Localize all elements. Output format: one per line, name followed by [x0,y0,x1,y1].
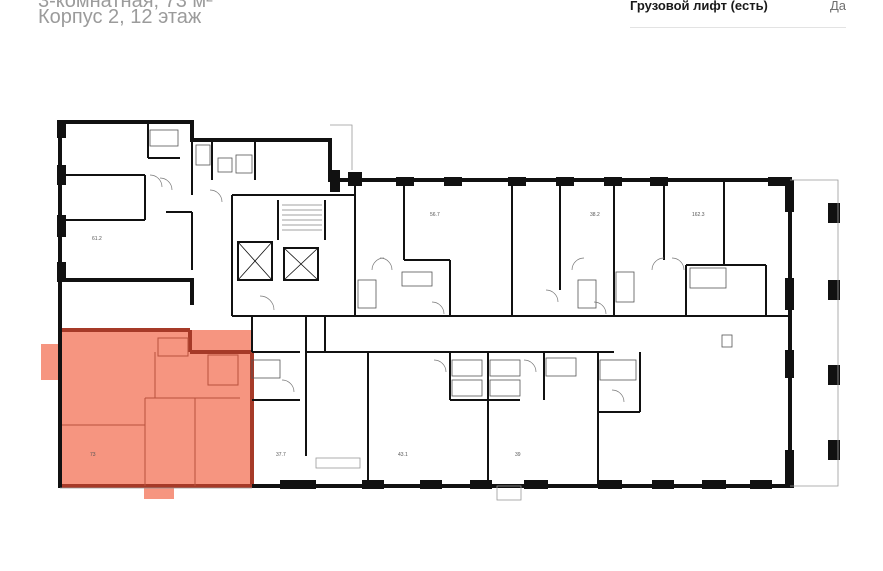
area-label: 43.1 [398,452,408,458]
area-label: 38.2 [590,212,600,218]
door-swings [149,174,685,403]
interior-walls [60,122,790,486]
building-floor-subtitle: Корпус 2, 12 этаж [38,6,202,28]
area-label: 61.2 [92,236,102,242]
room-area-labels: 73 61.2 56.7 38.2 162.3 37.7 43.1 39 [90,212,705,458]
area-label: 56.7 [430,212,440,218]
spec-value: Да [829,0,846,13]
area-label: 162.3 [692,212,705,218]
area-label: 39 [515,452,521,458]
spec-row-freight-elevator: Грузовой лифт (есть) Да [630,0,846,28]
area-label-selected: 73 [90,452,96,458]
spec-label: Грузовой лифт (есть) [630,0,768,13]
balconies [60,124,839,501]
stairwell [282,204,322,231]
elevator-shafts [237,241,319,281]
area-label: 37.7 [276,452,286,458]
bathroom-fixtures [149,129,733,397]
apartment-title: 3-комнатная, 73 м² [38,0,213,12]
selected-apartment[interactable] [41,328,254,499]
